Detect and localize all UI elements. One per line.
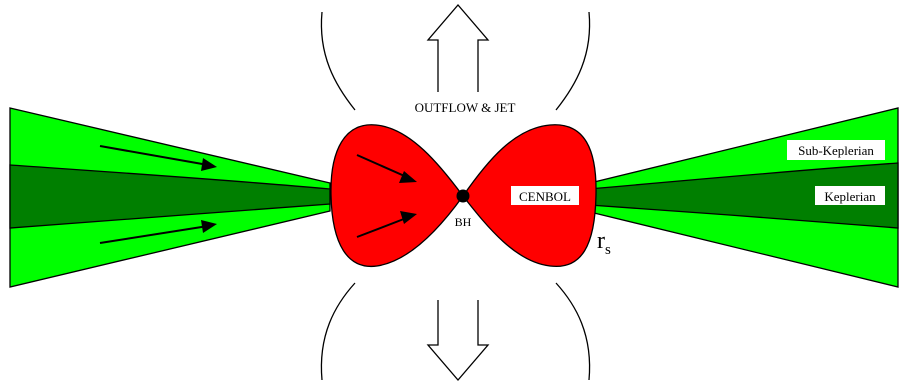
inflow-arrow-lower-left [99,220,217,244]
cenbol-left-lobe [330,124,464,268]
jet-arrow-down [426,300,490,381]
bh-label: BH [455,215,472,229]
funnel-bottom-left-curve [320,282,356,381]
sub-keplerian-label-box [787,140,885,160]
keplerian-label: Keplerian [824,189,876,204]
cenbol-label-box [511,186,579,205]
cenbol-label: CENBOL [519,189,571,204]
funnel-bottom-right-curve [555,282,591,381]
right-keplerian-disk [589,162,899,229]
inflow-arrow-upper-left [99,145,217,171]
left-keplerian-disk [9,164,331,229]
outflow-jet-label: OUTFLOW & JET [415,100,516,115]
keplerian-label-box [815,186,885,205]
funnel-top-right-curve [555,11,591,111]
rs-label-main: r [597,228,605,254]
inflow-arrow-cenbol-lower [356,211,417,238]
jet-arrow-up [426,4,490,92]
sub-keplerian-label: Sub-Keplerian [798,143,874,158]
inflow-arrow-cenbol-upper [356,154,417,183]
rs-label: rs [597,228,611,258]
rs-label-subscript: s [605,242,611,258]
funnel-top-left-curve [320,11,356,111]
black-hole [456,189,470,203]
